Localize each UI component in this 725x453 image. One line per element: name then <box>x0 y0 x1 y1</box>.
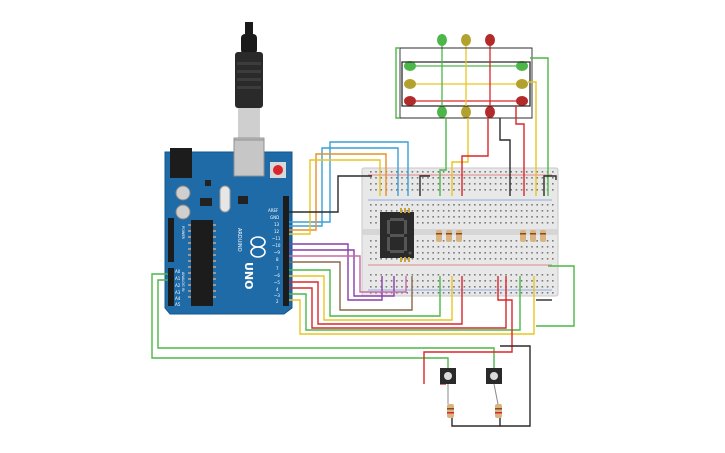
led-icon <box>437 34 495 46</box>
arduino-uno-board[interactable]: UNO ARDUINO POWER ANALOG IN A0 A1 A2 A3 … <box>164 139 293 315</box>
led-icon[interactable] <box>437 106 447 118</box>
traffic-light-leds[interactable] <box>399 34 533 119</box>
board-model-label: UNO <box>242 262 255 290</box>
pin-8: 8 <box>276 257 279 262</box>
pin-a3: A3 <box>175 290 181 295</box>
led-icon[interactable] <box>404 96 416 106</box>
push-button-icon[interactable] <box>486 368 502 384</box>
pin-4: 4 <box>276 287 279 292</box>
segment-digit <box>387 218 412 255</box>
led-icon[interactable] <box>404 61 416 71</box>
pin-2: 2 <box>276 299 279 304</box>
led-icon[interactable] <box>404 79 416 89</box>
pin-a1: A1 <box>175 276 181 281</box>
dc-power-jack <box>170 148 192 178</box>
pin-3: ~3 <box>274 293 280 298</box>
led-icon[interactable] <box>516 79 528 89</box>
pin-13: 13 <box>274 222 280 227</box>
led-icon[interactable] <box>485 106 495 118</box>
push-button-icon[interactable] <box>440 368 456 384</box>
wires <box>151 47 575 427</box>
led-icon[interactable] <box>461 106 471 118</box>
resistor-icon[interactable] <box>436 230 546 242</box>
arduino-logo <box>250 236 266 258</box>
atmega-chip <box>191 220 213 306</box>
resistor-icon[interactable] <box>495 404 502 418</box>
pin-a4: A4 <box>175 296 181 301</box>
pin-gnd: GND <box>270 215 279 220</box>
resistor-icon[interactable] <box>447 404 454 418</box>
power-header[interactable] <box>168 218 174 262</box>
pin-12: 12 <box>274 229 280 234</box>
pin-7: 7 <box>276 266 279 271</box>
analog-label: ANALOG IN <box>181 272 185 292</box>
analog-header[interactable] <box>168 268 174 306</box>
pin-a0: A0 <box>175 269 181 274</box>
board-brand-label: ARDUINO <box>236 228 242 252</box>
pin-a2: A2 <box>175 283 181 288</box>
pin-6: ~6 <box>274 273 280 278</box>
pin-11: ~11 <box>272 236 281 241</box>
led-icon[interactable] <box>516 96 528 106</box>
seven-segment-display[interactable] <box>380 208 414 262</box>
pin-aref: AREF <box>268 208 279 213</box>
pin-9: ~9 <box>274 250 280 255</box>
led-icon[interactable] <box>516 61 528 71</box>
pin-a5: A5 <box>175 302 181 307</box>
pin-5: ~5 <box>274 280 280 285</box>
power-label: POWER <box>181 226 185 240</box>
reset-button[interactable] <box>273 165 283 175</box>
digital-header[interactable] <box>283 196 289 306</box>
pin-10: ~10 <box>272 243 281 248</box>
